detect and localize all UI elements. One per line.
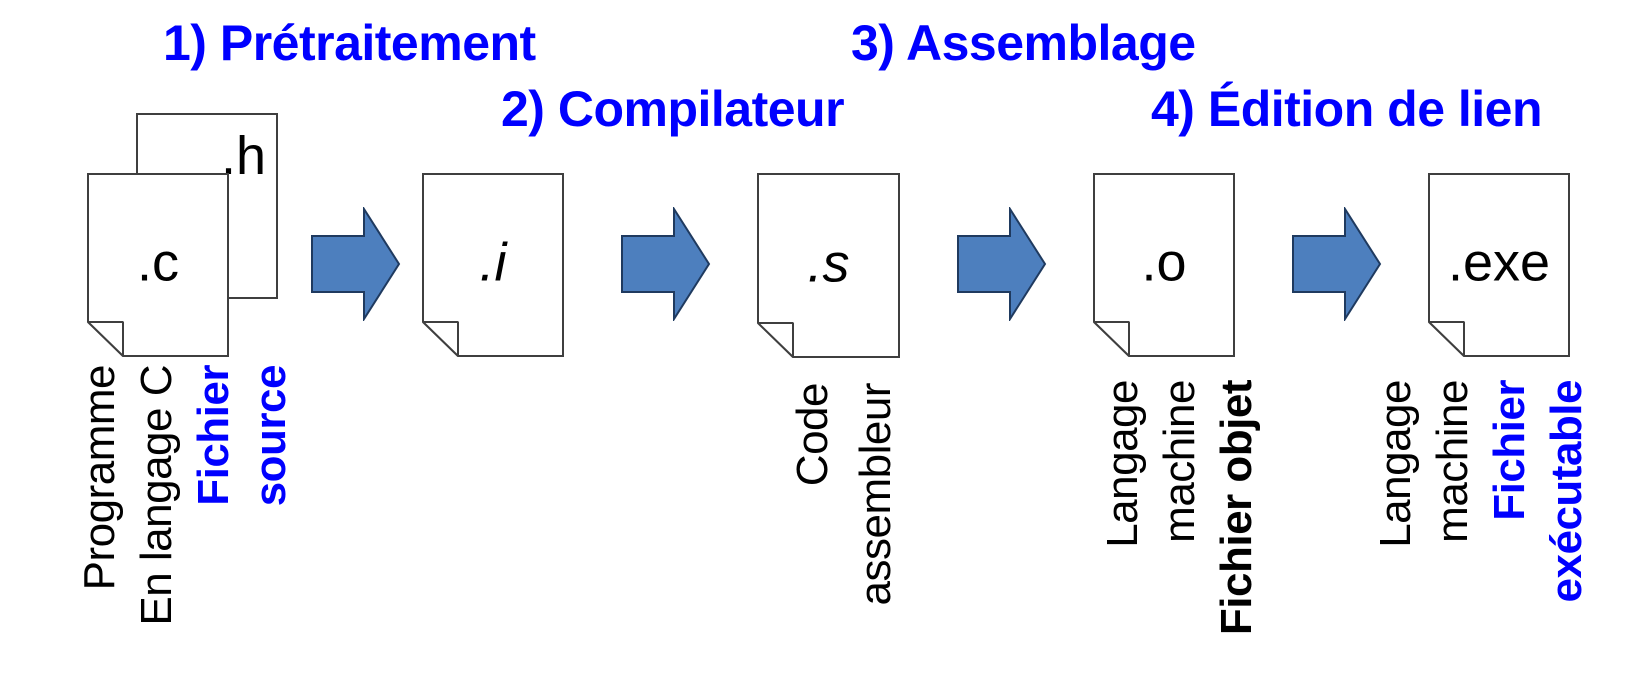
object-file-o: .o bbox=[1093, 173, 1235, 357]
step-label-compilateur: 2) Compilateur bbox=[501, 81, 845, 137]
caption-line: Fichier bbox=[1485, 380, 1534, 521]
caption-line: Fichier bbox=[189, 365, 238, 506]
document-icon bbox=[1428, 173, 1570, 357]
caption-line: machine bbox=[1428, 380, 1477, 543]
preprocessed-file-i: .i bbox=[422, 173, 564, 357]
caption-line: exécutable bbox=[1542, 380, 1591, 603]
file-extension-label: .s bbox=[807, 233, 850, 294]
step-label-assemblage: 3) Assemblage bbox=[851, 15, 1196, 71]
step-label-edition-de-lien: 4) Édition de lien bbox=[1151, 81, 1543, 137]
caption-line: Programme bbox=[75, 365, 124, 591]
caption-line: machine bbox=[1155, 380, 1204, 543]
caption-line: En langage C bbox=[132, 365, 181, 626]
caption-line: source bbox=[246, 365, 295, 507]
assembly-file-s: .s bbox=[757, 173, 900, 358]
caption-line: Code bbox=[788, 383, 837, 487]
caption-line: assembleur bbox=[851, 383, 900, 606]
step-label-pretraitement: 1) Prétraitement bbox=[163, 15, 536, 71]
document-icon bbox=[422, 173, 564, 357]
caption-object-file: Langage machine Fichier objet bbox=[1094, 380, 1265, 694]
caption-source-file: Programme En langage C Fichier source bbox=[71, 365, 299, 650]
document-icon bbox=[757, 173, 900, 358]
file-extension-label: .o bbox=[1141, 232, 1187, 293]
arrow-right-step1-icon bbox=[311, 207, 401, 321]
arrow-right-step4-icon bbox=[1292, 207, 1382, 321]
file-extension-label: .exe bbox=[1447, 232, 1551, 293]
executable-file-exe: .exe bbox=[1428, 173, 1570, 357]
document-icon bbox=[1093, 173, 1235, 357]
caption-line: Fichier objet bbox=[1212, 380, 1261, 636]
caption-line: Langage bbox=[1371, 380, 1420, 548]
caption-executable-file: Langage machine Fichier exécutable bbox=[1367, 380, 1595, 660]
arrow-right-step3-icon bbox=[957, 207, 1047, 321]
document-icon bbox=[87, 173, 229, 357]
file-extension-label: .c bbox=[136, 232, 180, 293]
source-file-c: .c bbox=[87, 173, 229, 357]
caption-line: Langage bbox=[1098, 380, 1147, 548]
file-extension-label: .i bbox=[479, 232, 507, 293]
arrow-right-step2-icon bbox=[621, 207, 711, 321]
caption-assembler-code: Code assembleur bbox=[781, 383, 907, 645]
